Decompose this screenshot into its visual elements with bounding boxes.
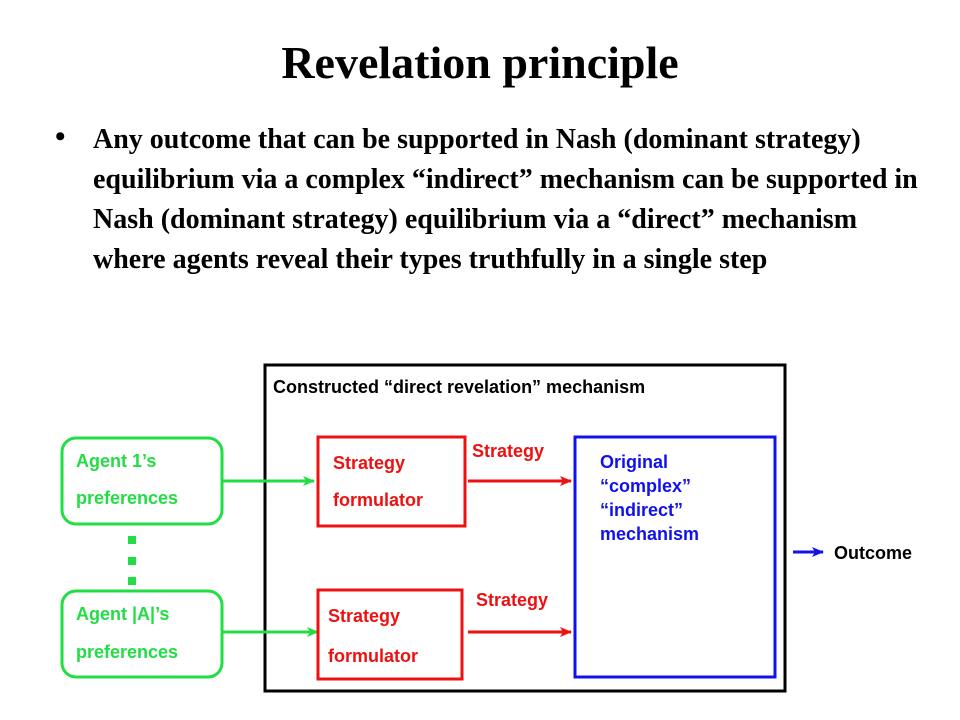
formulator-1-label-line1: Strategy <box>333 453 406 473</box>
outer-mechanism-box <box>263 363 787 693</box>
bullet-text: Any outcome that can be supported in Nas… <box>93 124 918 275</box>
formulator-1-label-line2: formulator <box>333 490 423 510</box>
agent-a-box <box>60 589 224 679</box>
agent-a-label-line1: Agent |A|’s <box>76 604 170 624</box>
formulator-2-label-line2: formulator <box>328 646 418 666</box>
strategy-arrow-1-label: Strategy <box>472 441 545 461</box>
outcome-label: Outcome <box>834 543 913 563</box>
original-mechanism-box <box>573 435 777 679</box>
original-label-line4: mechanism <box>600 524 700 544</box>
outer-box-label: Constructed “direct revelation” mechanis… <box>273 377 646 397</box>
agent-a-label-line2: preferences <box>76 642 179 662</box>
slide-title: Revelation principle <box>281 37 679 88</box>
strategy-arrow-2-label: Strategy <box>476 590 549 610</box>
strategy-formulator-2-box <box>316 588 464 681</box>
ellipsis-dot <box>128 577 136 585</box>
ellipsis-dot <box>128 536 136 544</box>
ellipsis-dot <box>128 557 136 565</box>
strategy-formulator-1-box <box>316 435 467 528</box>
formulator-2-label-line1: Strategy <box>328 606 401 626</box>
original-label-line1: Original <box>600 452 669 472</box>
original-label-line3: “indirect” <box>600 500 684 520</box>
agent-1-label-line1: Agent 1’s <box>76 451 157 471</box>
agent-1-label-line2: preferences <box>76 488 179 508</box>
original-label-line2: “complex” <box>600 476 692 496</box>
bullet-marker: • <box>55 120 66 153</box>
